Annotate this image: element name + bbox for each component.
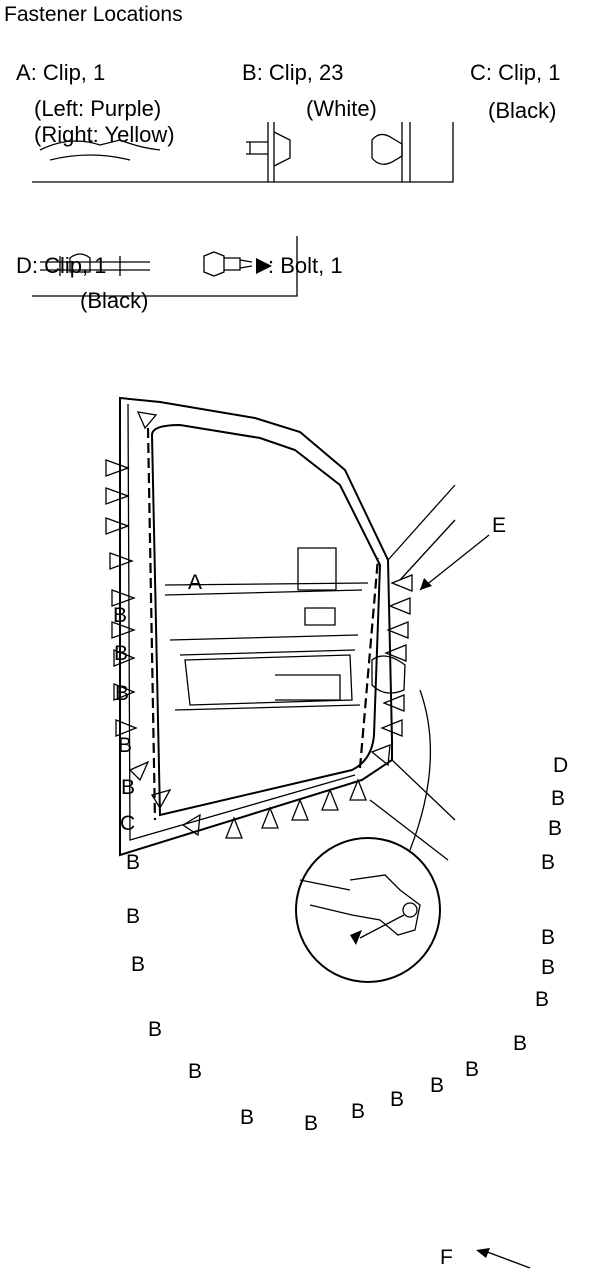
side-mirror: [297, 547, 337, 591]
bolt-sketch: [203, 251, 253, 277]
legend-b-note: (White): [306, 96, 377, 121]
page-title: Fastener Locations: [4, 3, 183, 26]
legend-bolt-e: : Bolt, 1: [268, 253, 343, 278]
legend-a-text: : Clip, 1: [30, 60, 106, 85]
legend-clip-a: A: Clip, 1: [16, 62, 105, 84]
window-opening: [150, 423, 382, 817]
legend-clip-d: D: Clip, 1: [16, 255, 106, 277]
bolt-arrowhead: [256, 258, 272, 274]
detail-arrowhead: [350, 930, 362, 945]
callout-e-arrow: [419, 534, 490, 591]
callout-b: B: [126, 851, 141, 874]
body-pillar: [369, 484, 456, 861]
callout-b: B: [131, 953, 146, 976]
door-inner-frame: [127, 403, 356, 841]
callout-b: B: [390, 1088, 405, 1111]
callout-b: B: [535, 988, 550, 1011]
callout-b: B: [304, 1112, 319, 1135]
legend-b-marker: B: [242, 60, 257, 85]
callout-b: B: [351, 1100, 366, 1123]
callout-b: B: [115, 682, 130, 705]
clip-triangles-corner: [128, 411, 201, 837]
weatherstrip-dashed: [146, 427, 380, 821]
callout-e-arrowhead: [420, 578, 432, 590]
clip-triangles-right: [370, 574, 413, 767]
callout-b: B: [541, 926, 556, 949]
callout-b: B: [541, 956, 556, 979]
legend-a-marker: A: [16, 60, 31, 85]
callout-b: B: [430, 1074, 445, 1097]
callout-b: B: [113, 604, 128, 627]
callout-f-arrowhead: [476, 1248, 490, 1258]
legend-d-text: : Clip, 1: [31, 253, 107, 278]
detail-bolt-hole: [402, 902, 418, 918]
callout-b: B: [126, 905, 141, 928]
legend-c-text: : Clip, 1: [485, 60, 561, 85]
callout-e: E: [492, 514, 507, 537]
clip-d-sketch: [40, 253, 150, 276]
clip-c-sketch: [371, 122, 411, 182]
legend-frame-bottom: [32, 236, 298, 297]
clip-triangles-bottom: [225, 778, 367, 839]
callout-b: B: [121, 776, 136, 799]
clip-b-sketch: [246, 122, 291, 182]
legend-c-marker: C: [470, 60, 486, 85]
legend-clip-c: C: Clip, 1: [470, 62, 560, 84]
door-trim-lines: [164, 582, 369, 711]
legend-a-note-left: (Left: Purple): [34, 96, 162, 121]
door-outer-frame: [119, 396, 393, 857]
detail-circle-small: [371, 655, 406, 694]
callout-b: B: [513, 1032, 528, 1055]
callout-b: B: [148, 1018, 163, 1041]
callout-b: B: [114, 642, 129, 665]
detail-circle: [295, 837, 441, 983]
callout-c: C: [120, 812, 136, 835]
legend-a-note-right: (Right: Yellow): [34, 122, 175, 147]
callout-b: B: [551, 787, 566, 810]
legend-d-marker: D: [16, 253, 32, 278]
callout-b: B: [118, 734, 133, 757]
detail-leader: [409, 689, 432, 851]
callout-d: D: [553, 754, 569, 777]
callout-b: B: [548, 817, 563, 840]
callout-b: B: [541, 851, 556, 874]
callout-f: F: [440, 1246, 453, 1269]
detail-bracket: [299, 874, 421, 936]
detail-bolt-arrow: [359, 914, 405, 939]
door-handle: [304, 607, 336, 626]
callout-f-arrow: [481, 1249, 531, 1269]
armrest: [184, 654, 353, 706]
legend-frame-top: [32, 122, 454, 183]
clip-triangles-left: [105, 459, 138, 737]
clip-a-sketch: [39, 139, 161, 161]
legend-d-note: (Black): [80, 288, 149, 313]
legend-clip-b: B: Clip, 23: [242, 62, 344, 84]
legend-c-note: (Black): [488, 98, 557, 123]
callout-a: A: [188, 571, 203, 594]
callout-b: B: [188, 1060, 203, 1083]
legend-b-text: : Clip, 23: [256, 60, 344, 85]
callout-b: B: [465, 1058, 480, 1081]
callout-b: B: [240, 1106, 255, 1129]
